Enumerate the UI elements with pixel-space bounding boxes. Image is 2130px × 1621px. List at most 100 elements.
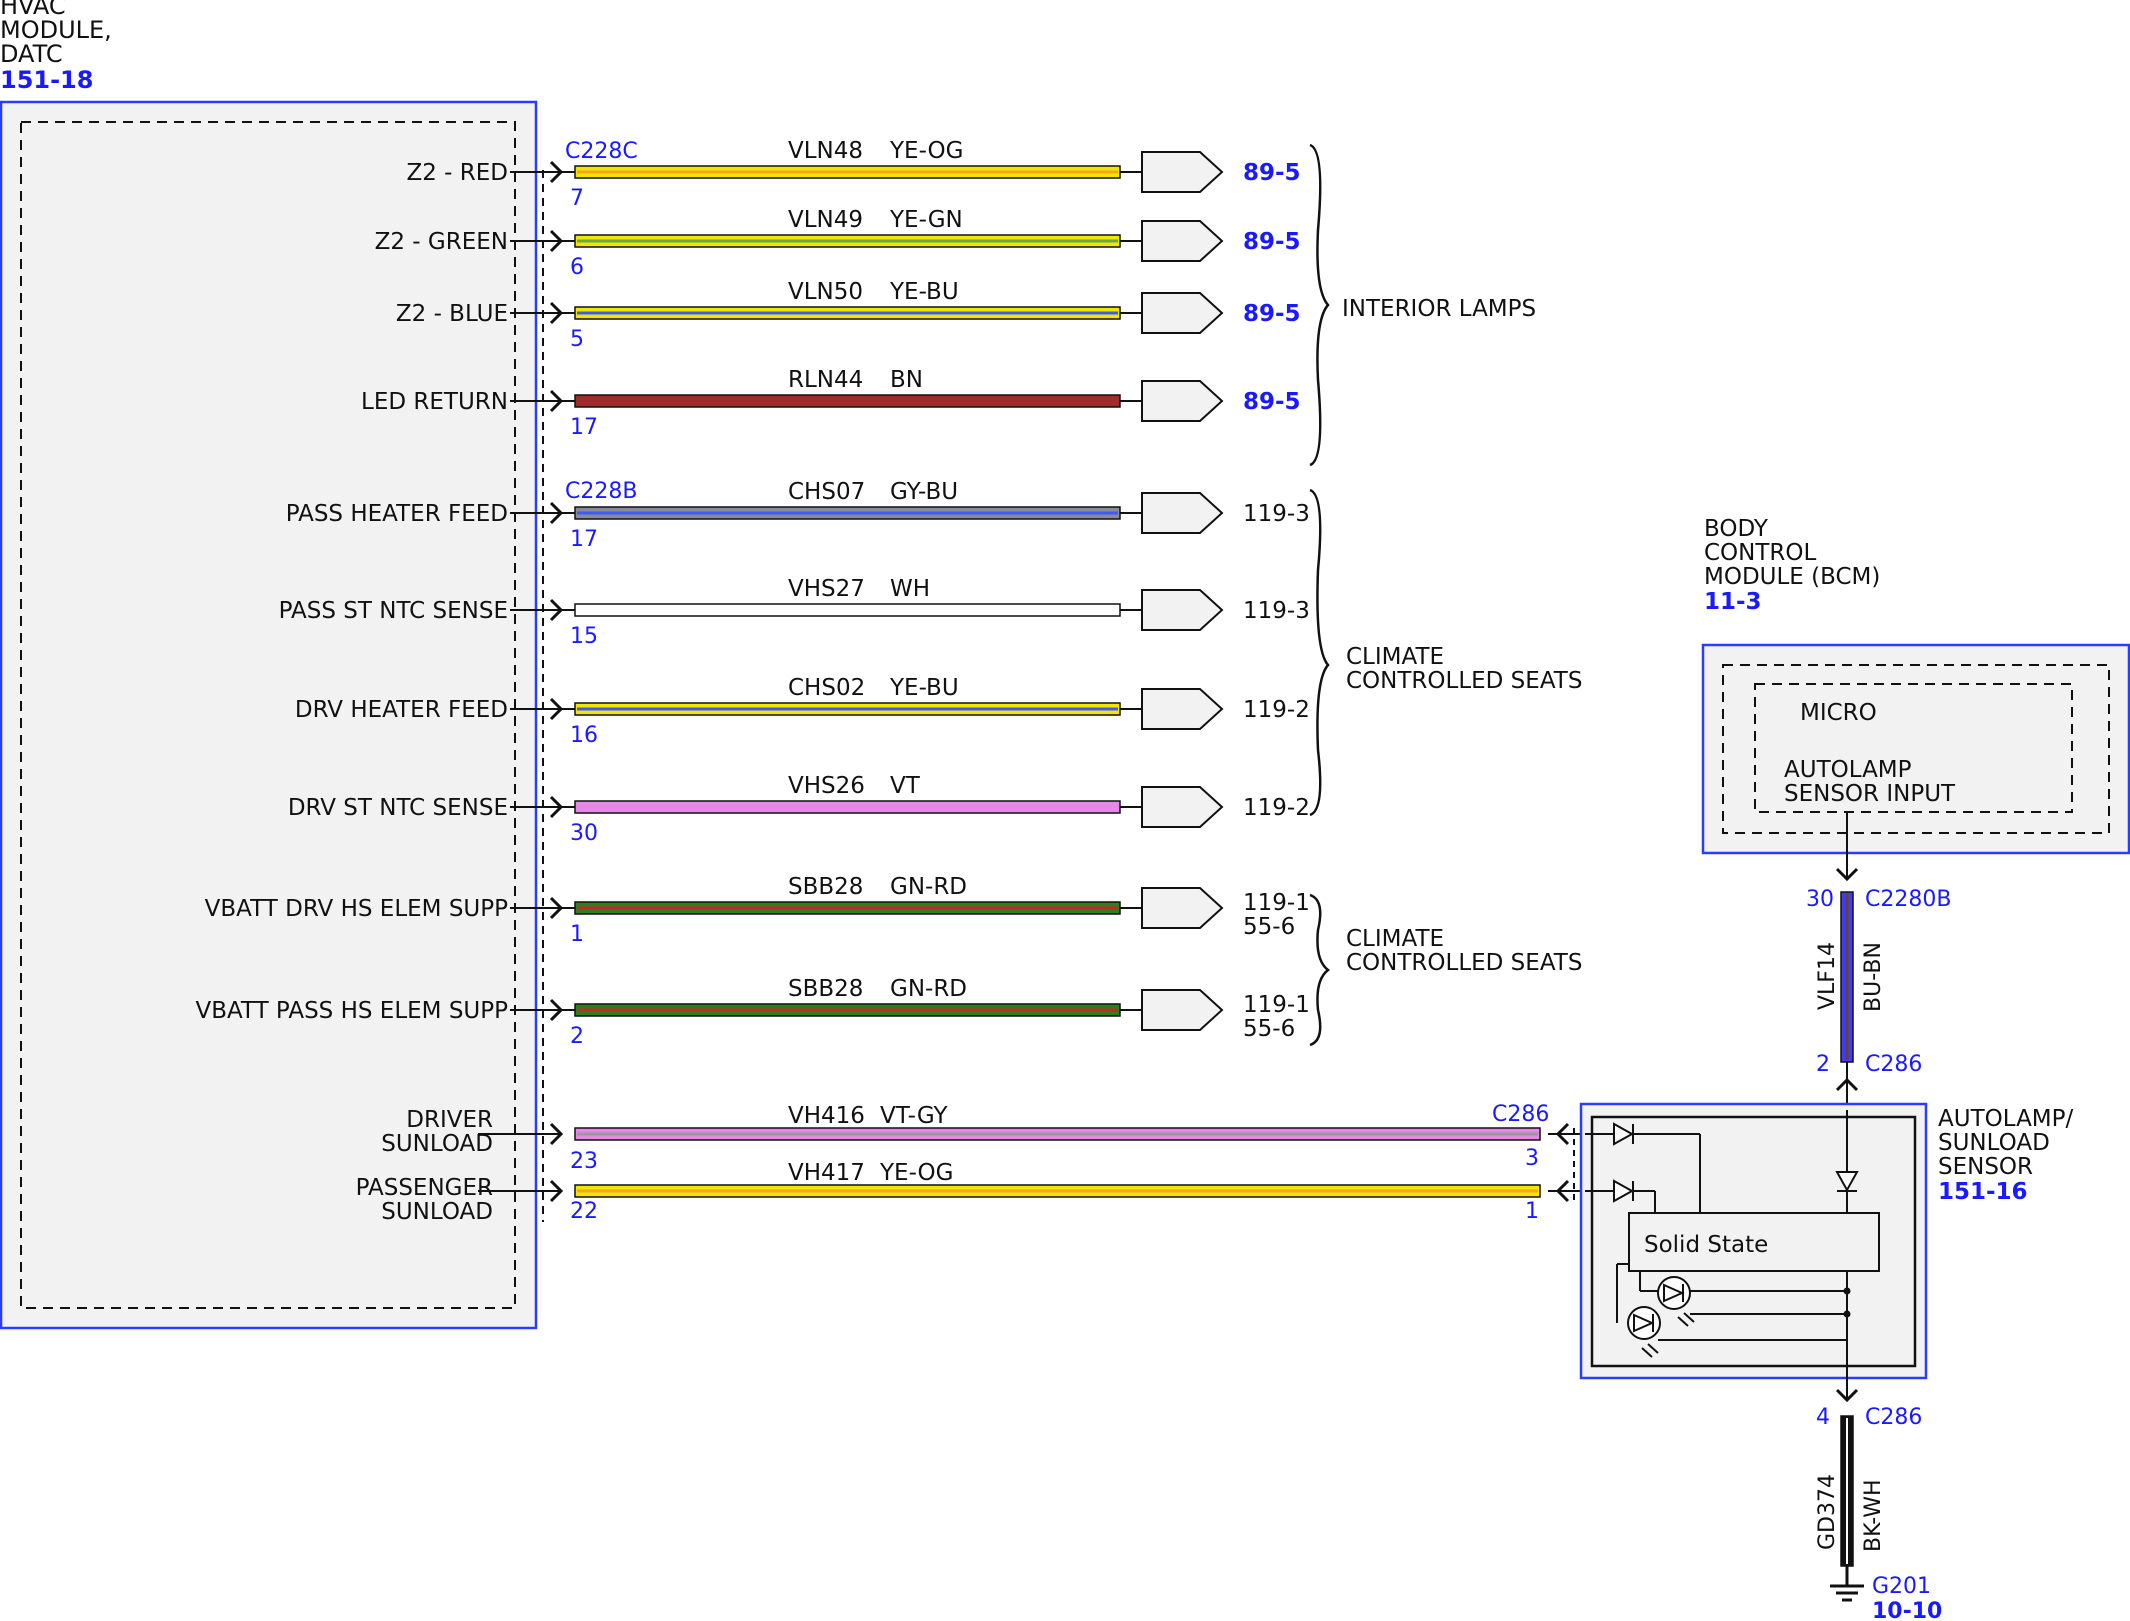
hvac-title-line-1: HVAC xyxy=(0,0,66,20)
pin-label: DRV HEATER FEED xyxy=(295,697,508,723)
hvac-module-inner-dashed xyxy=(20,121,516,1309)
sunload-passenger-row: PASSENGER SUNLOAD VH417 YE-OG 22 1 xyxy=(356,1160,1541,1225)
sunload-driver-sensor-pin: 3 xyxy=(1525,1146,1539,1171)
group-climate-seats-1-line-1: CLIMATE xyxy=(1346,644,1444,670)
bcm-input-line-1: AUTOLAMP xyxy=(1784,757,1912,783)
solid-state-block xyxy=(1628,1212,1880,1272)
vlf14-connector-bottom[interactable]: C286 xyxy=(1865,1052,1922,1077)
pin-number: 30 xyxy=(570,821,598,846)
ground-symbol-icon xyxy=(1830,1566,1864,1602)
hvac-module-title: HVAC MODULE, DATC 151-18 xyxy=(0,0,112,94)
pin-label: Z2 - RED xyxy=(406,160,508,186)
destination-ref-2[interactable]: 55-6 xyxy=(1243,914,1295,940)
ground-wire-connector[interactable]: C286 xyxy=(1865,1405,1922,1430)
sensor-inner-box xyxy=(1590,1115,1917,1368)
connector-c228b[interactable]: C228B xyxy=(565,479,637,504)
pin-label: Z2 - BLUE xyxy=(396,301,508,327)
sensor-junction-dots xyxy=(1843,1287,1851,1318)
sunload-driver-circuit: VH416 xyxy=(788,1103,865,1129)
bcm-title-line-1: BODY xyxy=(1704,516,1769,542)
sunload-driver-connector-arrow xyxy=(549,1122,564,1146)
vlf14-circuit: VLF14 xyxy=(1815,942,1840,1010)
bcm-connector-arrow xyxy=(1835,867,1859,882)
hvac-ref-link[interactable]: 151-18 xyxy=(0,66,93,94)
destination-arrow-icon xyxy=(1141,151,1224,193)
pin-number: 1 xyxy=(570,922,584,947)
bracket-interior-lamps xyxy=(1309,143,1330,467)
pin-number: 15 xyxy=(570,624,598,649)
destination-ref-link[interactable]: 89-5 xyxy=(1243,160,1301,186)
wire-vhs26 xyxy=(574,800,1121,814)
wire-circuit: VLN50 xyxy=(788,279,863,305)
sensor-title: AUTOLAMP/ SUNLOAD SENSOR 151-16 xyxy=(1938,1106,2074,1205)
pin-number: 5 xyxy=(570,327,584,352)
wire-circuit: RLN44 xyxy=(788,367,863,393)
ground-ref-link[interactable]: 10-10 xyxy=(1872,1599,1942,1621)
wire-circuit: CHS07 xyxy=(788,479,865,505)
destination-ref-link[interactable]: 89-5 xyxy=(1243,301,1301,327)
bracket-climate-seats-1 xyxy=(1309,488,1330,817)
wire-circuit: CHS02 xyxy=(788,675,865,701)
wire-color-code: GY-BU xyxy=(890,479,958,505)
destination-ref-link[interactable]: 119-3 xyxy=(1243,501,1310,527)
wire-circuit: SBB28 xyxy=(788,976,863,1002)
destination-ref-2[interactable]: 55-6 xyxy=(1243,1016,1295,1042)
hvac-module-box xyxy=(0,100,538,1330)
pin-number: 17 xyxy=(570,415,598,440)
destination-ref-link[interactable]: 119-1 xyxy=(1243,890,1310,916)
bcm-input-line-2: SENSOR INPUT xyxy=(1784,781,1956,807)
pin-number: 17 xyxy=(570,527,598,552)
destination-arrow-icon xyxy=(1141,292,1224,334)
ground-wire-pin: 4 xyxy=(1816,1405,1830,1430)
sunload-driver-pin: 23 xyxy=(570,1149,598,1174)
destination-ref-link[interactable]: 119-3 xyxy=(1243,598,1310,624)
ground-connector-arrow xyxy=(1835,1388,1859,1403)
sensor-ref-link[interactable]: 151-16 xyxy=(1938,1179,2028,1205)
sunload-passenger-label-2: SUNLOAD xyxy=(381,1199,493,1225)
sunload-driver-label-1: DRIVER xyxy=(406,1107,493,1133)
bcm-connector[interactable]: C2280B xyxy=(1865,887,1951,912)
connector-c228c[interactable]: C228C xyxy=(565,139,638,164)
wire-circuit: SBB28 xyxy=(788,874,863,900)
destination-arrow-icon xyxy=(1141,887,1224,929)
gd374-color: BK-WH xyxy=(1861,1479,1886,1552)
wire-rln44 xyxy=(574,394,1121,408)
wire-color-code: YE-BU xyxy=(889,279,959,305)
group-interior-lamps: INTERIOR LAMPS xyxy=(1342,296,1536,322)
ground-label[interactable]: G201 xyxy=(1872,1574,1931,1599)
sensor-title-line-3: SENSOR xyxy=(1938,1154,2033,1180)
pin-label: Z2 - GREEN xyxy=(375,229,508,255)
sunload-passenger-sensor-pin: 1 xyxy=(1525,1199,1539,1224)
destination-ref-link[interactable]: 119-2 xyxy=(1243,795,1310,821)
pin-number: 7 xyxy=(570,186,584,211)
diode-1-icon xyxy=(1613,1122,1635,1146)
destination-arrow-icon xyxy=(1141,786,1224,828)
destination-ref-link[interactable]: 89-5 xyxy=(1243,229,1301,255)
destination-ref-link[interactable]: 89-5 xyxy=(1243,389,1301,415)
wire-color-code: YE-BU xyxy=(889,675,959,701)
bcm-ref-link[interactable]: 11-3 xyxy=(1704,589,1762,615)
sunload-passenger-label-1: PASSENGER xyxy=(356,1175,493,1201)
wire-color-code: BN xyxy=(890,367,923,393)
solid-state-label: Solid State xyxy=(1644,1232,1768,1258)
bcm-micro-dashed xyxy=(1754,683,2073,813)
sunload-driver-connector[interactable]: C286 xyxy=(1492,1102,1549,1127)
destination-arrow-icon xyxy=(1141,492,1224,534)
destination-arrow-icon xyxy=(1141,989,1224,1031)
sensor-title-line-2: SUNLOAD xyxy=(1938,1130,2050,1156)
pin-label: LED RETURN xyxy=(361,389,508,415)
pin-number: 16 xyxy=(570,723,598,748)
sunload-driver-label-2: SUNLOAD xyxy=(381,1131,493,1157)
sunload-driver-row: DRIVER SUNLOAD VH416 VT-GY 23 C286 3 xyxy=(381,1102,1549,1174)
destination-ref-link[interactable]: 119-1 xyxy=(1243,992,1310,1018)
pin-row: Z2 - BLUE VLN50 YE-BU 5 89-5 xyxy=(396,279,1301,352)
pin-label: VBATT PASS HS ELEM SUPP xyxy=(195,998,508,1024)
diode-3-icon xyxy=(1835,1171,1859,1193)
destination-ref-link[interactable]: 119-2 xyxy=(1243,697,1310,723)
sunload-passenger-connector-arrow xyxy=(549,1179,564,1203)
wire-color-code: GN-RD xyxy=(890,874,967,900)
